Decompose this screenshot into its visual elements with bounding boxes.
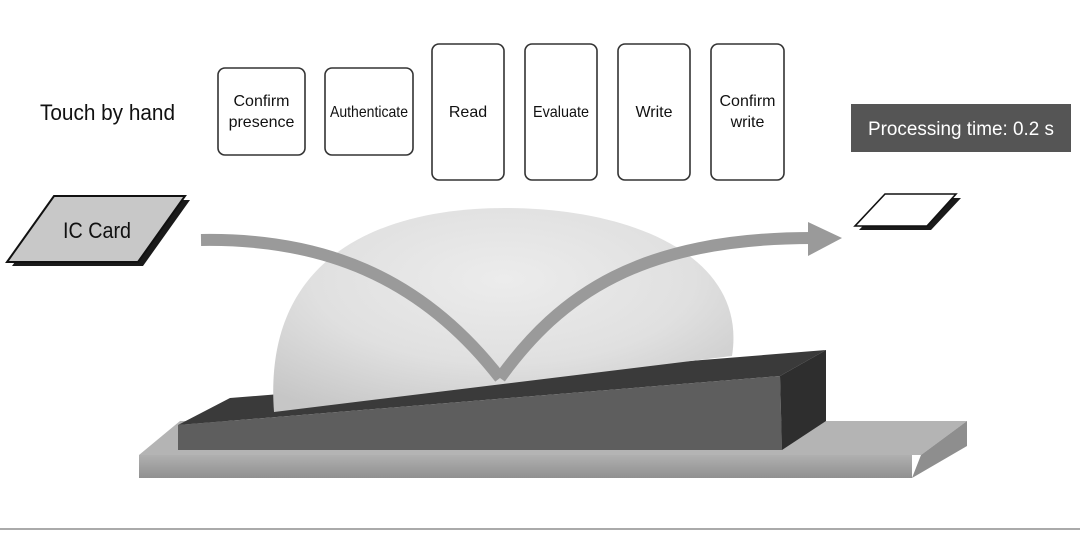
- step-label-line: presence: [229, 114, 295, 131]
- processed-card-icon: [853, 193, 961, 230]
- step-read: Read: [431, 43, 505, 181]
- step-label-line: Authenticate: [330, 104, 408, 121]
- step-label-line: Confirm: [719, 93, 775, 110]
- card-movement-arrow: [200, 222, 842, 382]
- antenna-field-dome: [273, 208, 734, 412]
- step-write: Write: [617, 43, 691, 181]
- step-label-line: Read: [449, 104, 487, 121]
- step-confirm-presence: Confirm presence: [217, 67, 306, 156]
- step-label-line: Confirm: [233, 93, 289, 110]
- ic-card-shape: IC Card: [5, 195, 190, 266]
- step-authenticate: Authenticate: [324, 67, 414, 156]
- touch-by-hand-label: Touch by hand: [40, 100, 175, 125]
- processing-time-badge: Processing time: 0.2 s: [851, 104, 1071, 152]
- ic-card-label: IC Card: [63, 218, 131, 243]
- step-label-line: Write: [635, 104, 672, 121]
- step-label-line: Evaluate: [533, 104, 589, 121]
- step-confirm-write: Confirm write: [710, 43, 785, 181]
- card-reader-device: [178, 350, 826, 450]
- processing-time-text: Processing time: 0.2 s: [868, 119, 1054, 140]
- step-evaluate: Evaluate: [524, 43, 598, 181]
- step-label-line: write: [730, 114, 765, 131]
- process-steps: Confirm presence Authenticate Read Evalu…: [217, 43, 785, 181]
